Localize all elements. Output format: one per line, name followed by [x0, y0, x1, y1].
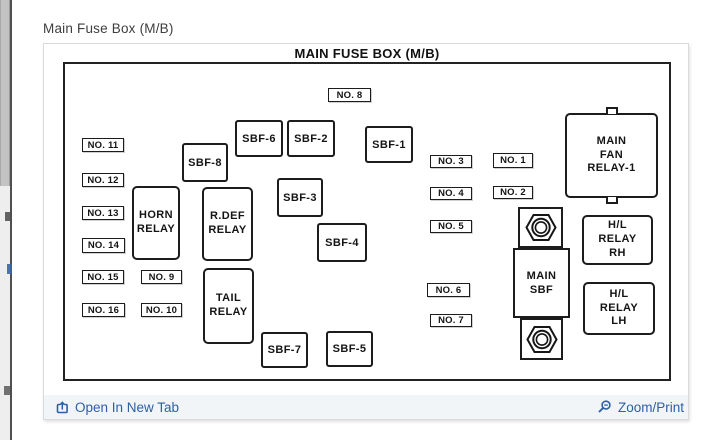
- page-fragment: [7, 264, 12, 274]
- hl-relay-rh-box: H/L RELAY RH: [582, 215, 653, 265]
- footer-bar: [44, 395, 688, 419]
- hl-relay-lh-box: H/L RELAY LH: [583, 282, 655, 335]
- fuse-label-no-15: NO. 15: [82, 270, 124, 284]
- page-title: Main Fuse Box (M/B): [43, 21, 174, 36]
- fuse-label-no-10: NO. 10: [141, 303, 182, 317]
- sbf-7-box: SBF-7: [261, 332, 308, 368]
- sbf-3-box: SBF-3: [277, 178, 323, 217]
- diagram-title: MAIN FUSE BOX (M/B): [294, 46, 440, 61]
- fuse-label-no-2: NO. 2: [493, 186, 533, 199]
- horn-relay-box: HORN RELAY: [132, 186, 180, 260]
- fuse-label-no-6: NO. 6: [427, 283, 470, 297]
- zoom-print-link[interactable]: Zoom/Print: [597, 397, 684, 417]
- hex-nut-icon: [524, 214, 557, 241]
- tail-relay-box: TAIL RELAY: [203, 268, 254, 344]
- sbf-8-box: SBF-8: [182, 143, 228, 182]
- fan-relay-tab-bottom: [606, 197, 618, 204]
- fuse-label-no-12: NO. 12: [82, 173, 124, 187]
- sbf-2-box: SBF-2: [287, 120, 335, 157]
- fuse-label-no-16: NO. 16: [82, 303, 125, 317]
- fuse-label-no-3: NO. 3: [430, 155, 472, 168]
- fuse-label-no-8: NO. 8: [328, 88, 371, 102]
- zoom-magnifier-icon: [598, 400, 611, 413]
- sbf-1-box: SBF-1: [365, 126, 413, 163]
- main-fan-relay-box: MAIN FAN RELAY-1: [565, 113, 658, 198]
- sbf-5-box: SBF-5: [326, 331, 373, 367]
- fuse-label-no-5: NO. 5: [430, 220, 472, 233]
- main-sbf-box: MAIN SBF: [513, 248, 570, 318]
- page-fragment: [5, 212, 10, 221]
- rdef-relay-box: R.DEF RELAY: [202, 187, 253, 261]
- zoom-print-label: Zoom/Print: [617, 399, 684, 415]
- open-in-new-tab-icon: [56, 400, 68, 413]
- page-fragment: [4, 386, 10, 395]
- hex-nut-bottom: [520, 318, 563, 360]
- sbf-6-box: SBF-6: [235, 120, 283, 157]
- left-scrollbar-thumb[interactable]: [0, 0, 10, 186]
- open-in-new-tab-link[interactable]: Open In New Tab: [56, 397, 179, 417]
- fuse-label-no-7: NO. 7: [430, 314, 472, 327]
- sbf-4-box: SBF-4: [317, 223, 367, 262]
- fuse-label-no-1: NO. 1: [493, 153, 533, 168]
- fuse-label-no-13: NO. 13: [82, 206, 124, 220]
- fan-relay-tab-top: [606, 107, 618, 114]
- page-edge-divider: [10, 0, 12, 440]
- fuse-label-no-11: NO. 11: [82, 138, 124, 152]
- hex-nut-top: [518, 207, 563, 248]
- open-in-new-tab-label: Open In New Tab: [75, 399, 180, 415]
- fuse-label-no-9: NO. 9: [141, 270, 182, 284]
- hex-nut-icon: [525, 325, 558, 353]
- fuse-label-no-4: NO. 4: [430, 187, 472, 200]
- fuse-label-no-14: NO. 14: [82, 238, 125, 253]
